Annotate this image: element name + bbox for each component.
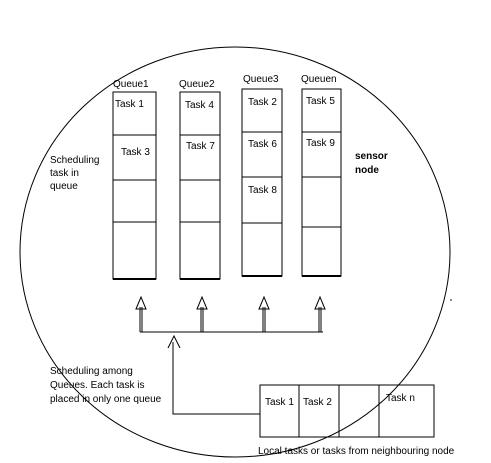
queue-n-box [301,88,342,277]
queue-3-task-3: Task 8 [248,185,277,196]
queue-n-label: Queuen [301,74,337,85]
queue-2-label: Queue2 [179,79,215,90]
scheduling-in-queue-line-3: queue [50,181,78,192]
scheduling-among-line-2: Queues. Each task is [50,380,145,391]
scheduling-in-queue-line-1: Scheduling [50,155,100,166]
queue-3-box [241,88,283,277]
queue-1-label: Queue1 [113,79,149,90]
queue-3-task-2: Task 6 [248,139,277,150]
sensor-node-label-line-1: sensor [355,151,388,162]
queue-n-task-2: Task 9 [306,138,335,149]
local-tasks-caption: Local tasks or tasks from neighbouring n… [258,446,455,457]
sensor-node-circle [19,46,451,458]
queue-1-box [112,91,157,280]
queue-2-task-1: Task 4 [185,100,214,111]
queue-n-task-1: Task 5 [306,96,335,107]
scheduling-in-queue-line-2: task in [50,168,79,179]
incoming-connector [167,334,260,415]
queue-1-task-2: Task 3 [121,147,150,158]
distribution-arrows [135,295,326,333]
queue-2-box [179,91,221,280]
stray-dot [450,299,452,301]
incoming-task-n: Task n [386,393,415,404]
queue-3-label: Queue3 [243,74,279,85]
sensor-node-label-line-2: node [355,165,379,176]
queue-1-task-1: Task 1 [115,99,144,110]
queue-3-task-1: Task 2 [248,97,277,108]
incoming-task-1: Task 1 [265,397,294,408]
incoming-tasks-box [259,384,435,438]
incoming-task-2: Task 2 [303,397,332,408]
scheduling-among-line-1: Scheduling among [50,366,133,377]
scheduling-among-line-3: placed in only one queue [50,394,162,405]
queue-2-task-2: Task 7 [186,141,215,152]
